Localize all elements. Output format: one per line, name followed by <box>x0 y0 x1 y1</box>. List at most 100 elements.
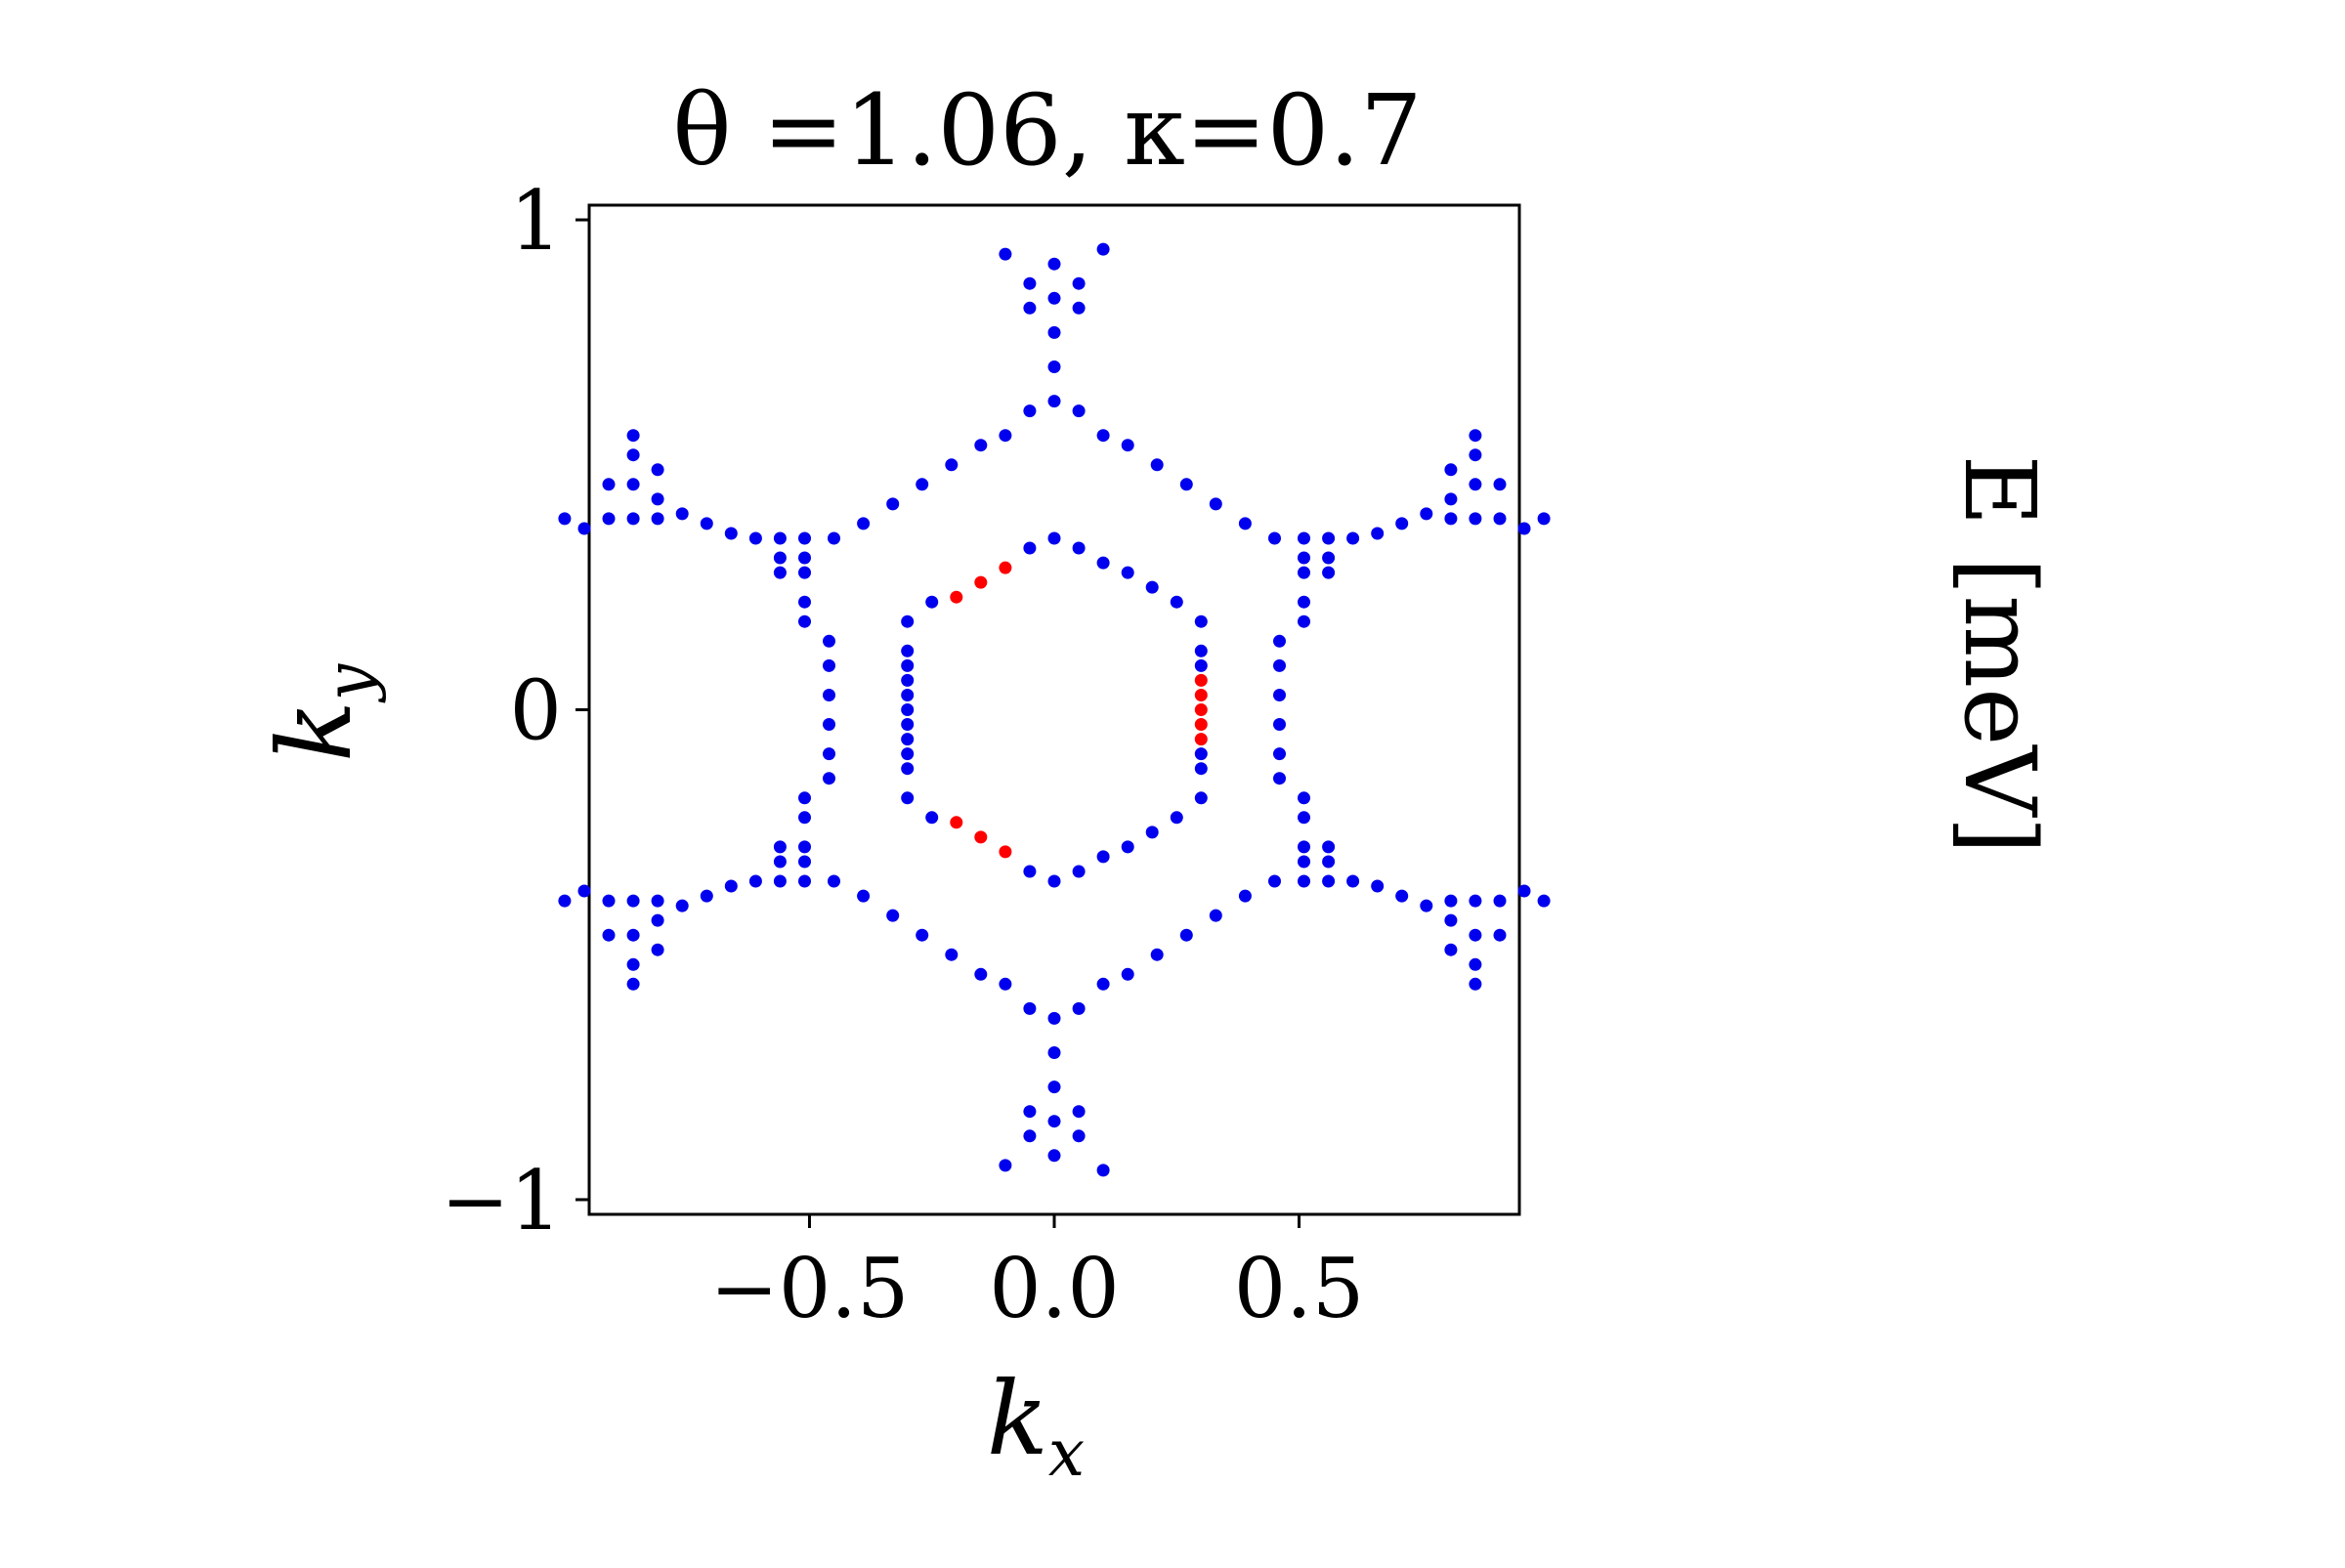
data-point-81 <box>1322 566 1336 579</box>
data-point-46 <box>886 909 900 922</box>
data-point-161 <box>1121 566 1134 579</box>
data-point-178 <box>901 614 915 628</box>
data-point-126 <box>1517 522 1531 535</box>
data-point-11 <box>999 429 1012 443</box>
data-point-110 <box>651 512 664 526</box>
highlight-point-7 <box>1194 689 1208 701</box>
highlight-point-0 <box>950 590 963 604</box>
data-point-86 <box>1273 689 1286 701</box>
data-point-60 <box>798 595 811 609</box>
data-point-20 <box>1047 1115 1061 1128</box>
data-point-76 <box>1298 531 1310 545</box>
data-point-61 <box>798 614 811 628</box>
x-tick-label-0: −0.5 <box>709 1241 909 1336</box>
data-point-167 <box>1194 747 1208 761</box>
data-point-55 <box>773 531 787 545</box>
data-point-140 <box>651 894 664 908</box>
data-point-111 <box>577 522 591 535</box>
data-point-115 <box>1395 517 1409 530</box>
data-point-33 <box>1121 967 1134 981</box>
data-point-184 <box>901 718 915 731</box>
data-point-68 <box>798 791 811 805</box>
data-point-172 <box>1121 840 1134 854</box>
data-point-48 <box>828 874 840 888</box>
data-point-51 <box>1209 909 1222 922</box>
data-point-77 <box>1322 531 1336 545</box>
data-point-90 <box>1298 791 1310 805</box>
data-point-38 <box>828 531 840 545</box>
data-point-42 <box>1238 517 1252 530</box>
data-point-13 <box>999 247 1012 261</box>
data-point-163 <box>1170 595 1183 609</box>
data-point-146 <box>1420 899 1433 912</box>
data-point-132 <box>651 913 664 927</box>
x-axis-label: kx <box>987 1359 1085 1491</box>
data-point-18 <box>1047 1046 1061 1059</box>
data-point-12 <box>1096 429 1110 443</box>
data-point-158 <box>1047 531 1061 545</box>
data-point-21 <box>1047 1149 1061 1163</box>
data-point-137 <box>602 928 616 942</box>
data-point-118 <box>1469 478 1482 491</box>
data-point-96 <box>1298 874 1310 888</box>
data-point-121 <box>1469 512 1482 526</box>
x-axis-label-main: k <box>987 1359 1048 1478</box>
data-point-16 <box>1121 439 1134 452</box>
data-point-168 <box>1194 762 1208 776</box>
data-point-56 <box>798 551 811 565</box>
y-tick-label-2: 1 <box>510 173 562 269</box>
data-point-7 <box>1023 301 1037 315</box>
y-tick-label-1: 0 <box>510 663 562 759</box>
data-point-169 <box>1194 791 1208 805</box>
data-point-14 <box>1096 242 1110 256</box>
data-point-85 <box>1273 658 1286 672</box>
data-point-57 <box>773 551 787 565</box>
data-point-131 <box>675 899 689 912</box>
data-point-156 <box>1517 884 1531 898</box>
data-point-50 <box>1179 928 1193 942</box>
data-point-171 <box>1145 826 1159 839</box>
data-point-175 <box>1047 874 1061 888</box>
data-point-70 <box>798 840 811 854</box>
data-point-148 <box>1469 928 1482 942</box>
data-point-43 <box>1268 531 1281 545</box>
data-point-190 <box>1023 865 1037 878</box>
data-point-71 <box>773 840 787 854</box>
data-point-34 <box>945 458 959 472</box>
data-point-124 <box>1493 512 1507 526</box>
data-point-58 <box>798 566 811 579</box>
data-point-82 <box>1298 595 1310 609</box>
data-point-129 <box>724 879 738 893</box>
highlight-point-10 <box>1194 733 1208 746</box>
data-point-54 <box>798 531 811 545</box>
data-point-125 <box>1444 512 1458 526</box>
data-point-180 <box>901 658 915 672</box>
data-point-63 <box>823 658 835 672</box>
data-point-59 <box>773 566 787 579</box>
plot-area <box>587 203 1521 1216</box>
data-point-91 <box>1298 811 1310 825</box>
y-tick-label-0: −1 <box>441 1153 562 1249</box>
data-point-147 <box>1444 913 1458 927</box>
data-point-174 <box>1072 865 1086 878</box>
data-point-62 <box>823 634 835 648</box>
data-point-108 <box>651 463 664 477</box>
data-point-117 <box>1444 492 1458 506</box>
data-point-134 <box>626 957 640 971</box>
data-point-30 <box>999 1159 1012 1172</box>
data-point-88 <box>1273 747 1286 761</box>
data-point-112 <box>558 512 572 526</box>
data-point-149 <box>1469 957 1482 971</box>
x-axis-label-sub: x <box>1048 1416 1085 1491</box>
highlight-point-3 <box>950 816 963 829</box>
data-point-122 <box>1493 478 1507 491</box>
data-point-1 <box>1047 360 1061 373</box>
data-point-27 <box>1072 1129 1086 1143</box>
data-point-28 <box>999 977 1012 991</box>
y-axis-label-main: k <box>255 700 374 762</box>
data-point-183 <box>901 703 915 716</box>
data-point-145 <box>1395 889 1409 903</box>
data-point-109 <box>602 512 616 526</box>
data-point-181 <box>901 673 915 687</box>
